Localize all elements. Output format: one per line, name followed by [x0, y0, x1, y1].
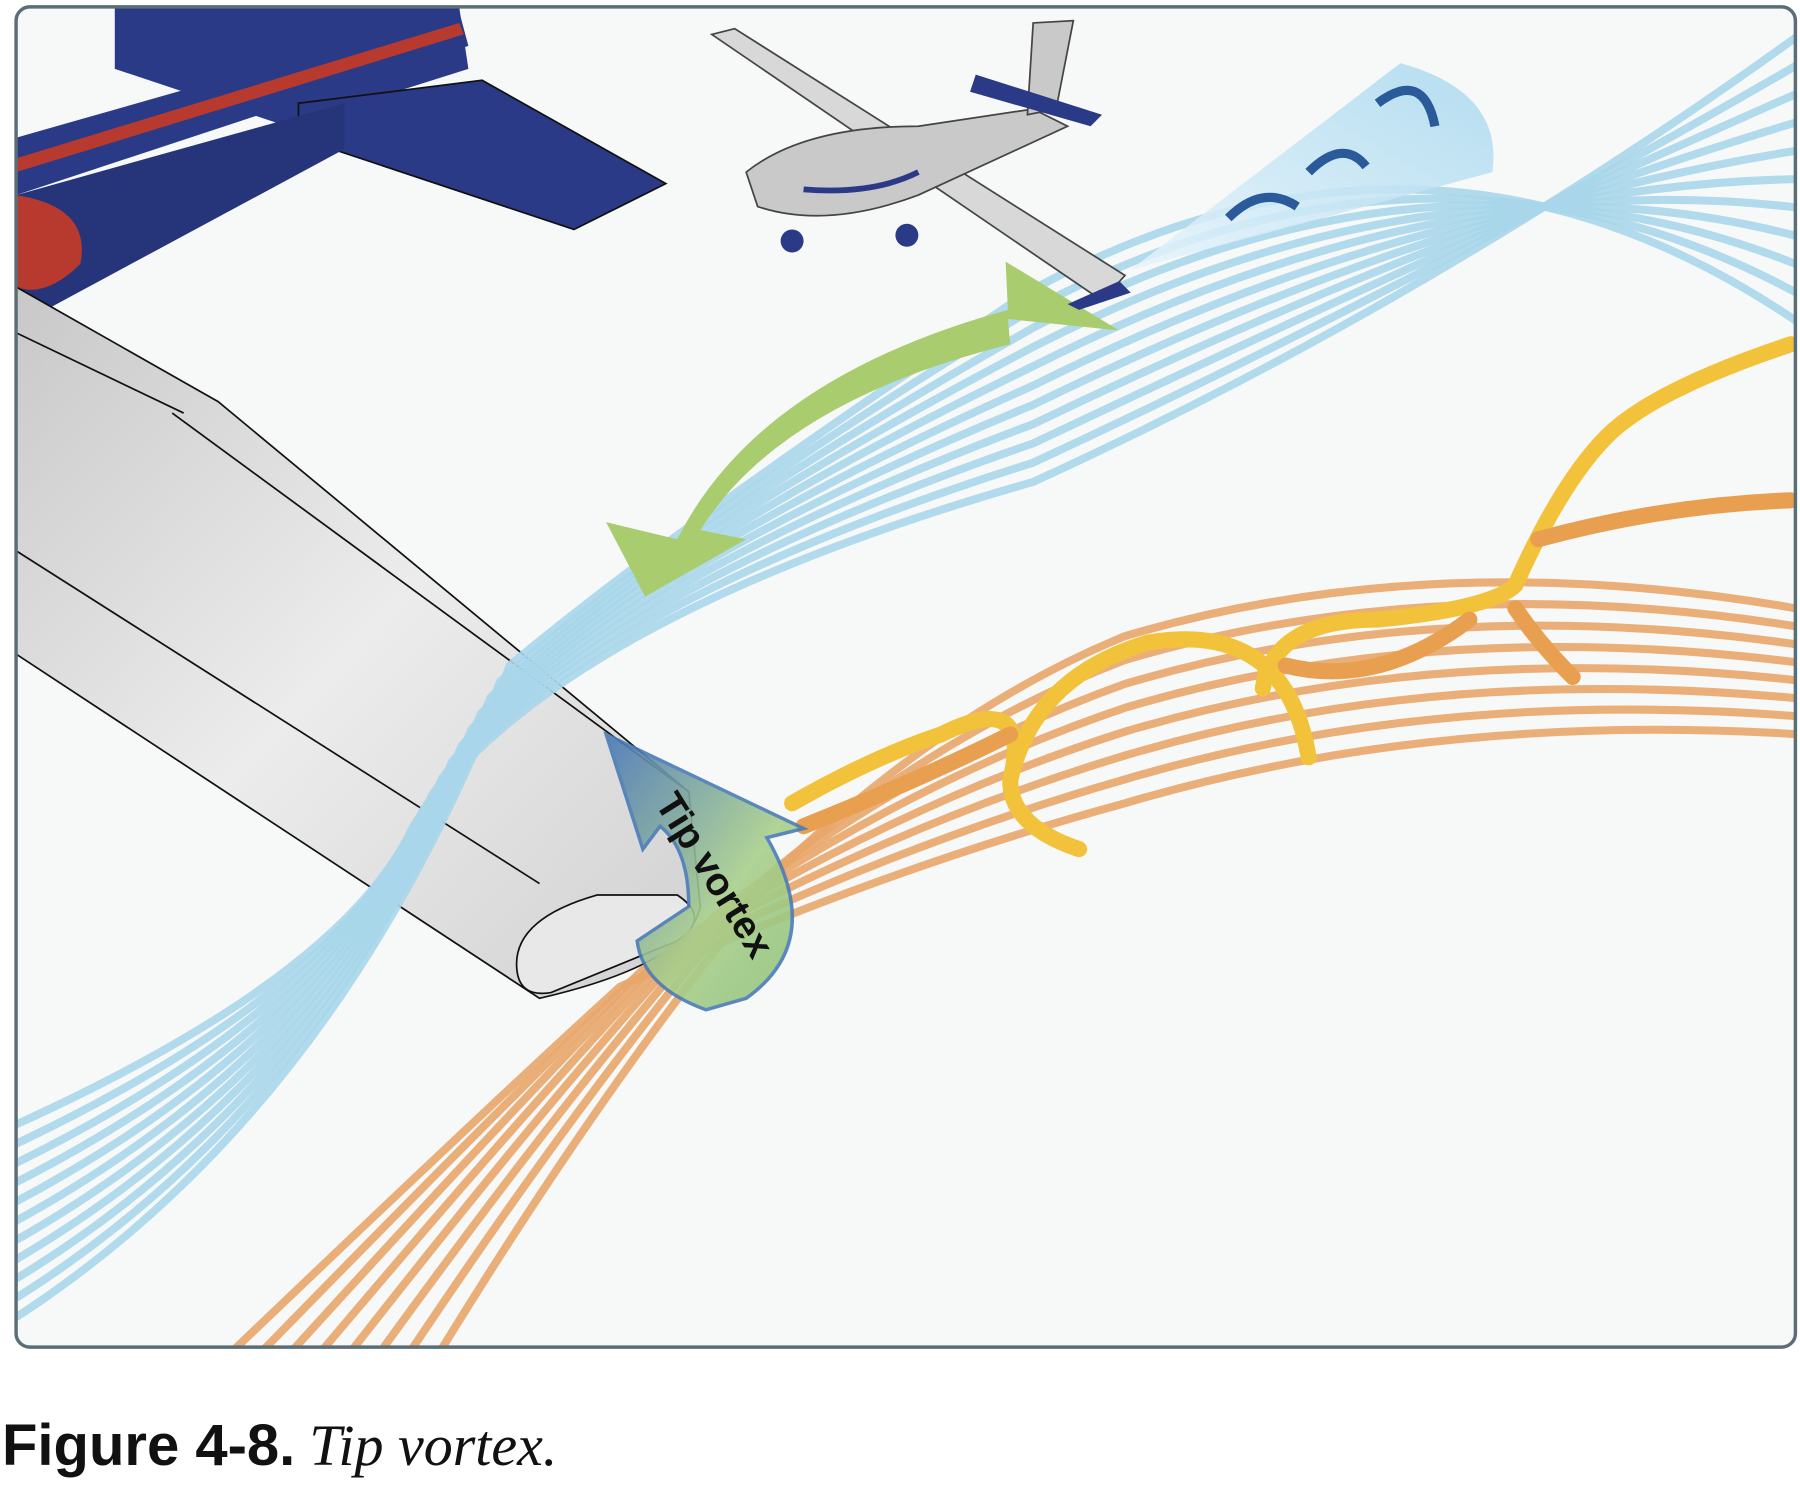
airflow-streamline-above: [16, 146, 1796, 1206]
airflow-streamline-above: [16, 185, 1796, 1321]
large-aircraft-tail: [16, 6, 668, 310]
airflow-streamline-above: [16, 88, 1796, 1167]
vortex-ribbon: [784, 336, 1796, 858]
figure-caption: Figure 4-8.Tip vortex.: [2, 1412, 557, 1479]
airflow-streamline-below: [226, 725, 1796, 1348]
airflow-streamline-below: [286, 684, 1796, 1348]
airflow-streamline-above: [16, 31, 1796, 1129]
airflow-streamline-below: [256, 705, 1796, 1348]
figure-number: Figure 4-8.: [2, 1413, 296, 1478]
airflow-streamline-above: [16, 194, 1796, 1302]
figure-title: Tip vortex.: [309, 1413, 558, 1478]
green-direction-arrow: [606, 261, 1120, 597]
airflow-streamline-above: [16, 117, 1796, 1186]
airflow-streamline-below: [345, 642, 1796, 1348]
airflow-streamline-below: [316, 664, 1796, 1348]
figure-frame: [14, 5, 1798, 1349]
small-aircraft: [709, 19, 1494, 310]
airflow-streamline-above: [16, 59, 1796, 1148]
airflow-streamline-above: [16, 200, 1796, 1283]
